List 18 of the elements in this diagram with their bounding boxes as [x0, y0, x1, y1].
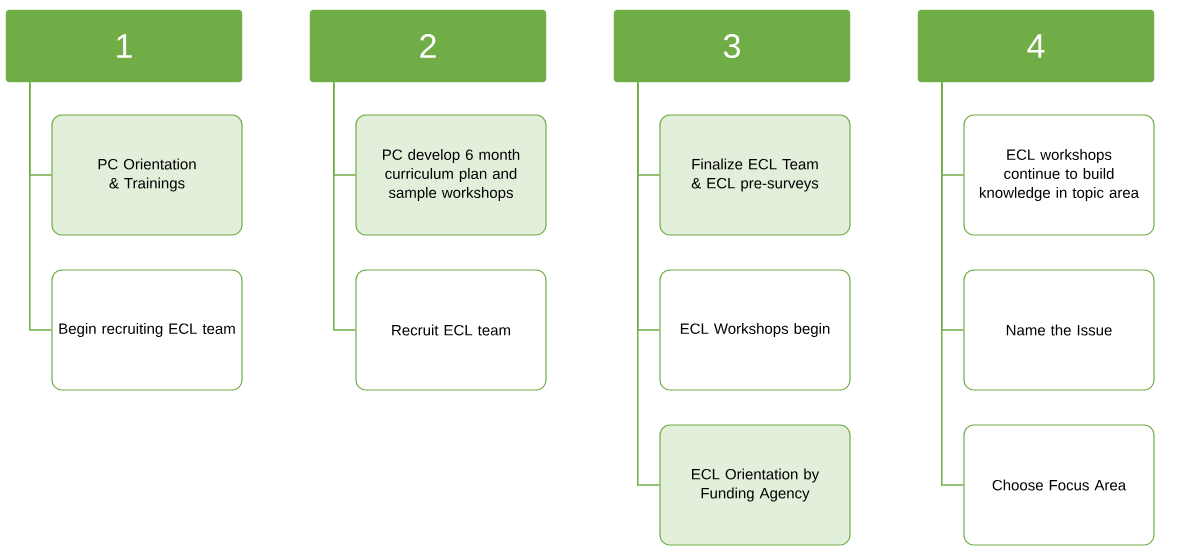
connector-line	[941, 81, 965, 486]
connector-line	[637, 81, 661, 486]
task-box: Choose Focus Area	[963, 424, 1155, 546]
task-box: PC Orientation & Trainings	[51, 114, 243, 236]
step-header: 3	[613, 9, 851, 83]
task-box: Begin recruiting ECL team	[51, 269, 243, 391]
step-header: 1	[5, 9, 243, 83]
task-box: ECL Workshops begin	[659, 269, 851, 391]
task-box: PC develop 6 month curriculum plan and sample workshops	[355, 114, 547, 236]
step-header: 4	[917, 9, 1155, 83]
task-box: ECL workshops continue to build knowledge in topic area	[963, 114, 1155, 236]
connector-line	[29, 81, 53, 331]
task-box: Name the Issue	[963, 269, 1155, 391]
task-box: Recruit ECL team	[355, 269, 547, 391]
step-header: 2	[309, 9, 547, 83]
connector-line	[333, 81, 357, 331]
task-box: ECL Orientation by Funding Agency	[659, 424, 851, 546]
task-box: Finalize ECL Team & ECL pre-surveys	[659, 114, 851, 236]
